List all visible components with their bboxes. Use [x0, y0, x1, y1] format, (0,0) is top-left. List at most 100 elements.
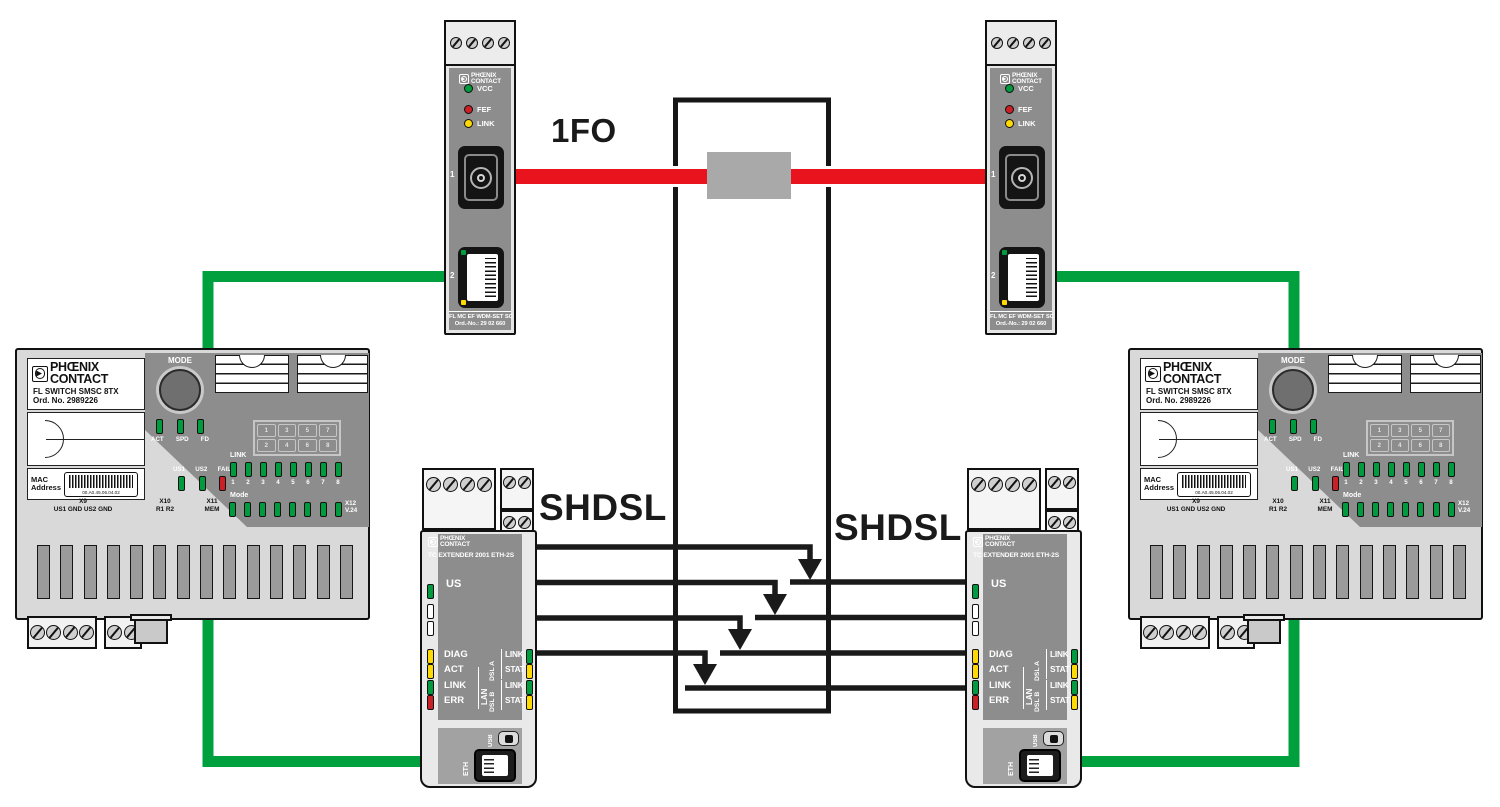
link-led	[1417, 462, 1425, 477]
dsl-a-stat-label: STAT	[1050, 664, 1070, 674]
screw-terminal	[477, 477, 492, 492]
link-led	[1387, 462, 1395, 477]
mode-led	[229, 502, 236, 517]
mode-select-leds	[151, 419, 209, 434]
fiber-splice-box	[707, 152, 791, 199]
switch-order-number: Ord. No. 2989226	[33, 396, 98, 405]
port-green-led	[461, 250, 466, 255]
x12-line2: V.24	[345, 507, 358, 514]
supply-status-leds: US1 US2 FAIL	[1286, 466, 1344, 491]
vent-slot	[37, 545, 50, 599]
screw-terminal	[498, 37, 510, 49]
vent-slot	[1313, 545, 1327, 599]
vent-slot	[1196, 545, 1210, 599]
barcode: 00.A0.45.06.04.02	[1177, 471, 1252, 497]
link-led	[1372, 462, 1380, 477]
x10-sublabel: R1 R2	[155, 506, 175, 513]
port-number: 3	[1374, 479, 1378, 486]
brand-word-1: PHŒNIX	[1163, 360, 1212, 374]
rj45-jack-icon	[1008, 254, 1039, 301]
port-number: 8	[336, 479, 340, 486]
us1-label: US1	[173, 466, 186, 473]
dsl-b-label: DSL B	[1034, 691, 1041, 712]
spare-led	[972, 604, 979, 619]
link-led-label: LINK	[477, 119, 495, 128]
act-label: ACT	[1264, 436, 1277, 443]
screw-terminal	[1048, 476, 1062, 489]
mac-address-caption: MAC Address	[1141, 476, 1174, 492]
v24-connector	[130, 614, 172, 644]
spd-label: SPD	[175, 436, 189, 443]
port-link-led: 1	[1342, 462, 1350, 486]
dsl-b-link-led	[1071, 680, 1078, 695]
us1-label: US1	[1286, 466, 1299, 473]
phoenix-emblem-icon	[1145, 365, 1161, 382]
act-label: ACT	[989, 664, 1009, 675]
link-led	[464, 119, 473, 128]
link-led	[1357, 462, 1365, 477]
connector-cell: 1	[1370, 424, 1389, 437]
terminal-block	[985, 20, 1057, 66]
vcc-led	[464, 84, 473, 93]
mac-word-1: MAC	[1144, 475, 1162, 484]
port-block-notch	[1352, 355, 1378, 368]
screw-terminal	[30, 625, 46, 640]
brand-word-1: PHŒNIX	[985, 535, 1011, 542]
mode-led	[274, 502, 282, 517]
spare-led	[427, 604, 434, 619]
mode-led	[289, 502, 297, 517]
screw-terminal	[1143, 625, 1159, 640]
vcc-led	[1005, 84, 1014, 93]
mac-address-label: MAC Address 00.A0.45.06.04.02	[27, 468, 145, 500]
extender-front-panel	[983, 534, 1067, 720]
vcc-led-row: VCC	[464, 84, 493, 93]
screw-terminal	[1005, 477, 1020, 492]
ethernet-port-rj45	[458, 247, 504, 308]
us2-label: US2	[195, 466, 208, 473]
converter-model: FL MC EF WDM-SET SC	[990, 314, 1054, 320]
link-led-row: 1 2 3 4 5 6 7 8	[1342, 462, 1455, 486]
diag-label: DIAG	[989, 649, 1013, 660]
label-divider-line	[46, 439, 144, 440]
brand-word-2: CONTACT	[471, 78, 501, 85]
terminal-block	[500, 468, 534, 510]
ethernet-port-rj45	[999, 247, 1045, 308]
sc-connector-ring	[470, 166, 492, 189]
screw-terminal	[46, 625, 62, 640]
link-led	[274, 462, 282, 477]
mode-led	[244, 502, 252, 517]
fiber-port-sc	[999, 146, 1045, 209]
terminal-block	[422, 468, 496, 530]
sc-connector-core	[477, 173, 485, 182]
dsl-b-bracket	[501, 680, 502, 710]
link-led	[1432, 462, 1440, 477]
shdsl-pair-1-left	[534, 544, 813, 561]
screw-terminal	[450, 37, 462, 49]
x9-sublabel: US1 GND US2 GND	[53, 506, 113, 513]
dsl-a-link-led	[526, 649, 533, 664]
dsl-b-link-label: LINK	[505, 680, 524, 690]
lan-bracket	[478, 667, 479, 709]
extender-front-panel	[438, 534, 522, 720]
act-led	[972, 664, 979, 679]
port-number: 7	[321, 479, 325, 486]
ethernet-link-right-top	[1052, 271, 1300, 352]
brand-word-2: CONTACT	[440, 541, 470, 548]
err-led	[972, 695, 979, 710]
dsl-b-link-label: LINK	[1050, 680, 1069, 690]
port-number: 6	[1419, 479, 1423, 486]
diag-led	[427, 649, 434, 664]
port-link-led: 8	[334, 462, 342, 486]
mac-word-2: Address	[31, 483, 62, 492]
